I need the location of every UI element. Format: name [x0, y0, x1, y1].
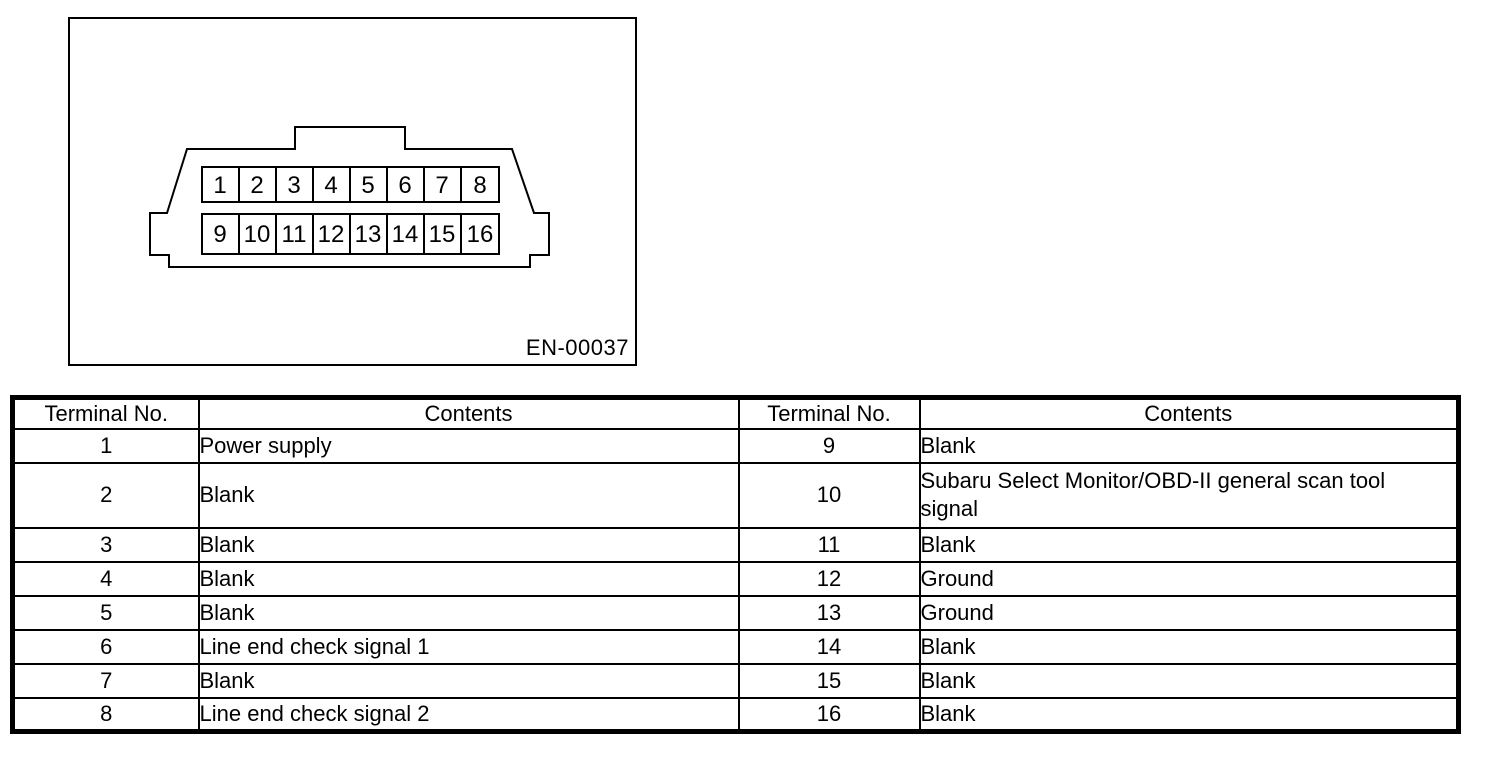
contents-cell: Blank — [197, 594, 740, 631]
terminal-no-cell: 7 — [11, 662, 200, 699]
pin-8-box — [460, 166, 500, 203]
table-row: 2 Blank 10 Subaru Select Monitor/OBD-II … — [11, 461, 1460, 529]
contents-cell: Blank — [197, 662, 740, 699]
terminal-no-cell: 6 — [11, 628, 200, 665]
table-header-row: Terminal No. Contents Terminal No. Conte… — [11, 396, 1460, 430]
pin-16-box — [460, 213, 500, 255]
pin-9-label: 9 — [213, 221, 226, 248]
terminal-no-cell: 15 — [737, 662, 921, 699]
contents-cell: Blank — [918, 662, 1460, 699]
contents-cell: Power supply — [197, 427, 740, 464]
pin-3-label: 3 — [287, 172, 300, 199]
pin-row-top — [201, 166, 500, 203]
contents-cell: Ground — [918, 560, 1460, 597]
terminal-no-cell: 11 — [737, 526, 921, 563]
contents-text: Subaru Select Monitor/OBD-II general sca… — [920, 468, 1386, 521]
connector-outline — [149, 126, 550, 268]
terminal-no-cell: 9 — [737, 427, 921, 464]
terminal-no-cell: 3 — [11, 526, 200, 563]
contents-cell: Blank — [918, 526, 1460, 563]
pin-8-label: 8 — [473, 172, 486, 199]
pin-11-label: 11 — [282, 221, 307, 248]
table-row: 6 Line end check signal 1 14 Blank — [11, 628, 1460, 665]
terminal-no-cell: 10 — [737, 461, 921, 529]
figure-code: EN-00037 — [525, 335, 629, 360]
header-contents-left: Contents — [197, 396, 740, 430]
contents-cell: Line end check signal 1 — [197, 628, 740, 665]
connector-diagram: 1 2 3 4 5 6 7 8 9 10 11 12 13 14 15 16 — [149, 126, 550, 268]
table-row: 7 Blank 15 Blank — [11, 662, 1460, 699]
table-row: 1 Power supply 9 Blank — [11, 427, 1460, 464]
contents-cell: Blank — [918, 427, 1460, 464]
terminal-no-cell: 4 — [11, 560, 200, 597]
pin-6-label: 6 — [398, 172, 411, 199]
pin-11-box — [275, 213, 314, 255]
contents-cell: Subaru Select Monitor/OBD-II general sca… — [918, 461, 1460, 529]
pin-14-label: 14 — [392, 221, 419, 248]
pin-13-label: 13 — [355, 221, 382, 248]
pin-16-label: 16 — [467, 221, 494, 248]
pin-row-bottom — [201, 213, 500, 255]
contents-cell: Line end check signal 2 — [197, 696, 740, 733]
terminal-pinout-table: Terminal No. Contents Terminal No. Conte… — [10, 395, 1461, 734]
table-row: 4 Blank 12 Ground — [11, 560, 1460, 597]
pin-2-label: 2 — [250, 172, 263, 199]
pin-4-label: 4 — [324, 172, 337, 199]
terminal-no-cell: 12 — [737, 560, 921, 597]
terminal-no-cell: 1 — [11, 427, 200, 464]
contents-cell: Blank — [197, 526, 740, 563]
terminal-no-cell: 14 — [737, 628, 921, 665]
pin-15-label: 15 — [429, 221, 456, 248]
header-terminal-no-right: Terminal No. — [737, 396, 921, 430]
pin-1-label: 1 — [213, 172, 226, 199]
pin-15-box — [423, 213, 462, 255]
connector-figure-box: 1 2 3 4 5 6 7 8 9 10 11 12 13 14 15 16 E… — [68, 17, 637, 366]
contents-cell: Ground — [918, 594, 1460, 631]
terminal-no-cell: 5 — [11, 594, 200, 631]
terminal-no-cell: 2 — [11, 461, 200, 529]
pin-10-label: 10 — [244, 221, 271, 248]
terminal-no-cell: 16 — [737, 696, 921, 733]
terminal-no-cell: 13 — [737, 594, 921, 631]
contents-cell: Blank — [918, 696, 1460, 733]
terminal-no-cell: 8 — [11, 696, 200, 733]
contents-cell: Blank — [197, 461, 740, 529]
contents-cell: Blank — [918, 628, 1460, 665]
contents-cell: Blank — [197, 560, 740, 597]
pin-7-label: 7 — [435, 172, 448, 199]
pin-labels: 1 2 3 4 5 6 7 8 9 10 11 12 13 14 15 16 — [213, 172, 493, 248]
table-row: 5 Blank 13 Ground — [11, 594, 1460, 631]
table-row: 3 Blank 11 Blank — [11, 526, 1460, 563]
pin-12-label: 12 — [318, 221, 345, 248]
header-terminal-no-left: Terminal No. — [11, 396, 200, 430]
table-row: 8 Line end check signal 2 16 Blank — [11, 696, 1460, 733]
pin-14-box — [386, 213, 425, 255]
header-contents-right: Contents — [918, 396, 1460, 430]
pin-5-label: 5 — [361, 172, 374, 199]
pin-3-box — [275, 166, 314, 203]
